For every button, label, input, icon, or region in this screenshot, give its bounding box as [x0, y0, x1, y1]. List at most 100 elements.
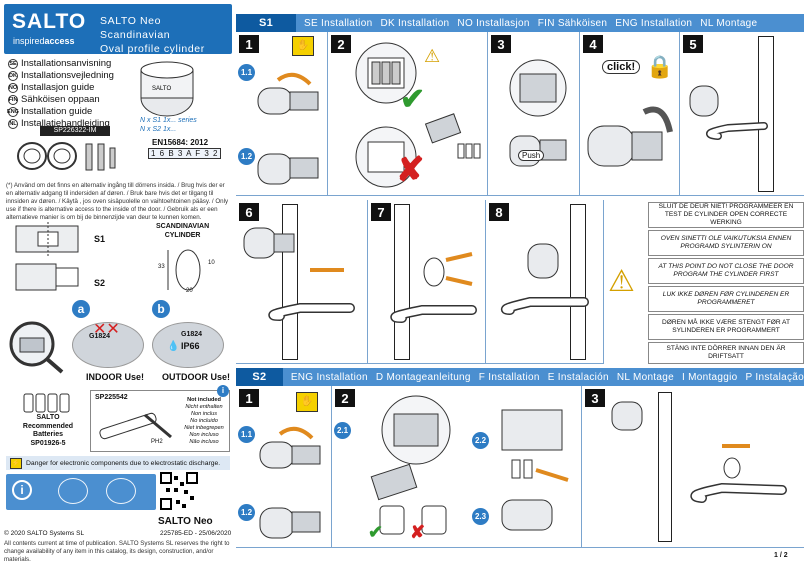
kit-contents-image [17, 142, 116, 171]
option-b-badge: b [152, 300, 170, 318]
scandinavian-cylinder-title: SCANDINAVIAN CYLINDER [156, 223, 210, 239]
info-large-icon: i [12, 480, 32, 500]
standard-code: EN15684: 2012 [152, 138, 209, 147]
click-burst: click! [602, 60, 641, 74]
s2-step-1-cell: 1 ✋ 1.1 1.2 [236, 386, 332, 548]
outdoor-cylinder-tile: G1824 💧 IP66 [152, 322, 224, 368]
dim-20: 20 [186, 288, 193, 294]
batteries-image [23, 393, 70, 413]
cylinder-product-image: SALTO [140, 61, 194, 117]
product-title: SALTO Neo Scandinavian Oval profile cyli… [100, 15, 205, 55]
warning-box: DØREN MÅ IKKE VÆRE STENGT FØR AT SYLINDE… [648, 314, 804, 340]
footer-copyright: © 2020 SALTO Systems SL [4, 530, 85, 537]
tool-box: SP225542 PH2 i Not included Nicht enthal… [90, 385, 230, 452]
warning-box: OVEN SINETTI OLE VAIKUTUKSIA ENNEN PROGR… [648, 230, 804, 256]
s2-check-icon: ✔ [368, 522, 384, 542]
s2-step-2-cell: 2 2.1 2.2 2.3 ✔ ✘ [332, 386, 582, 548]
cylinder-battery-image [424, 113, 481, 159]
left-panel-header: SALTO inspiredaccess SALTO Neo Scandinav… [4, 4, 232, 55]
warning-triangle-large-icon: ⚠ [608, 265, 635, 298]
esd-icon: ⚡ [10, 457, 22, 469]
signaling-stamp-icon [106, 478, 136, 504]
battery-wrong-image [355, 126, 417, 188]
s2-cylinder-detach-image [259, 426, 321, 469]
cylinder-into-door-image [243, 227, 355, 321]
s2-step-3-cell: 3 [582, 386, 804, 548]
cylinder-detach-image [257, 72, 319, 115]
no-rain-icon: ✕✕ [93, 322, 120, 338]
dim-10: 10 [208, 260, 215, 266]
option-a-badge: a [72, 300, 90, 318]
page-number: 1 / 2 [774, 552, 788, 559]
warning-box: AT THIS POINT DO NOT CLOSE THE DOOR PROG… [648, 258, 804, 284]
indoor-use-label: INDOOR Use! [86, 372, 145, 382]
s2-cylinder-diagram [15, 263, 79, 291]
esd-warning-bar: ⚡ Danger for electronic components due t… [6, 456, 230, 470]
indoor-cylinder-tile: G1824 ✕✕ [72, 322, 144, 368]
s2-battery-image [370, 395, 451, 535]
outdoor-use-label: OUTDOOR Use! [162, 372, 231, 382]
info-icon: i [217, 385, 229, 397]
push-reassemble-image [509, 59, 567, 167]
step-6-cell: 6 [236, 200, 368, 364]
cross-icon: ✘ [396, 151, 425, 189]
not-included-list: Not included Nicht enthalten Non inclus … [184, 397, 224, 445]
footer-doc-ref: 225785-ED - 25/06/2020 [160, 530, 232, 537]
svg-text:SALTO: SALTO [152, 86, 171, 92]
s1-cylinder-diagram [15, 222, 79, 256]
cylinder-insert-image [257, 153, 319, 185]
esd-small-icon: ✋ [292, 36, 314, 56]
s2-header-bar: S2 ENG Installation D Montageanleitung F… [236, 368, 804, 386]
salto-tagline: inspiredaccess [13, 36, 75, 46]
dim-33: 33 [158, 264, 165, 270]
s1-label: S1 [94, 234, 106, 244]
manual-stamp-icon [58, 478, 88, 504]
battery-correct-image [355, 42, 417, 104]
lock-icon: 🔒 [646, 54, 674, 79]
door-leaf [758, 36, 774, 192]
s2-door-install-image [611, 401, 787, 503]
warning-box: SLUIT DE DEUR NIET! PROGRAMMEER EN TEST … [648, 202, 804, 228]
alternative-access-note: (*) Använd om det finns en alternativ in… [6, 182, 229, 221]
warning-box: STÄNG INTE DÖRRER INNAN DEN ÄR DRIFTSATT [648, 342, 804, 364]
push-label: Push [518, 150, 545, 161]
cylinder-click-image [587, 106, 673, 167]
magnifier-cylinder-image [9, 321, 64, 374]
salto-logo: SALTO [12, 10, 87, 33]
s2-label: S2 [94, 278, 106, 288]
esd-small-icon: ✋ [296, 392, 318, 412]
checkmark-icon: ✔ [400, 83, 426, 116]
tool-image [99, 412, 172, 440]
qr-code [160, 472, 198, 510]
door-leaf [658, 392, 672, 542]
s1-header-bar: S1 SE Installation DK Installation NO In… [236, 14, 804, 32]
step-2-cell: 2 ⚠ ✔ ✘ [328, 32, 488, 196]
oval-profile-diagram [167, 249, 201, 291]
footer-legal: All contents current at time of publicat… [4, 540, 230, 563]
s2-cross-icon: ✘ [410, 522, 426, 542]
user-manual-banner: i [6, 474, 156, 510]
s2-cylinder-insert-image [259, 507, 321, 539]
final-assembly-image [501, 243, 589, 315]
batteries-label: SALTO Recommended Batteries SP01926-5 [22, 414, 74, 447]
standard-grade: 1 6 B 3 A F 3 2 [148, 148, 222, 159]
step-1-cell: 1 ✋ 1.1 1.2 [236, 32, 328, 196]
warning-box: LUK IKKE DØREN FØR CYLINDEREN ER PROGRAM… [648, 286, 804, 312]
step-8-cell: 8 [486, 200, 604, 364]
step-4-cell: 4 click! 🔒 [580, 32, 680, 196]
warning-triangle-icon: ⚠ [424, 46, 441, 66]
part-number-badge: SP226322-IM [40, 126, 110, 136]
salto-neo-footer-title: SALTO Neo [158, 516, 213, 527]
step-3-cell: 3 Push [488, 32, 580, 196]
series-info: N x S1 1x... series N x S2 1x... [140, 117, 197, 133]
door-leaf [570, 204, 586, 360]
rose-screw-image [390, 252, 477, 323]
rain-drops-icon: 💧 [167, 341, 180, 352]
